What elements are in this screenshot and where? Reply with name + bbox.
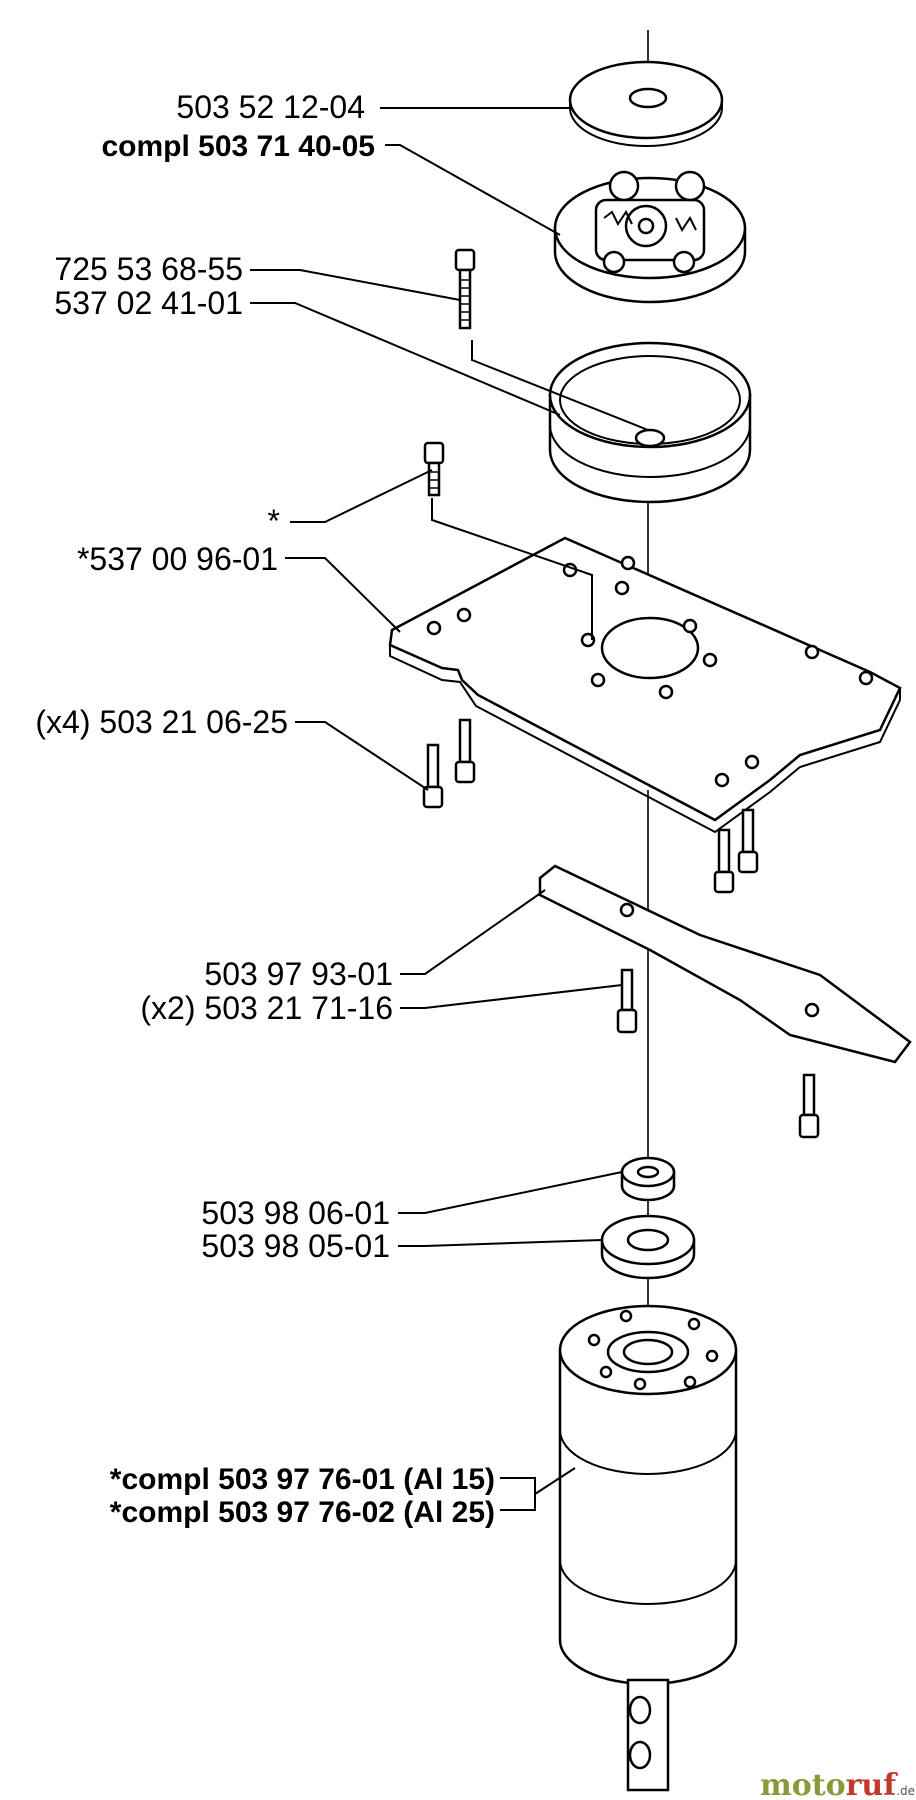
spacer-small-part (620, 1156, 676, 1202)
label-screws-x4: (x4) 503 21 06-25 (35, 704, 288, 740)
label-spacer-small: 503 98 06-01 (201, 1195, 390, 1231)
leader-lines (250, 107, 649, 1511)
spacer-large-part (600, 1214, 696, 1280)
motor-part (558, 1304, 738, 1792)
screw-top-part (454, 248, 476, 330)
clutch-assembly-part (553, 170, 747, 304)
watermark-suffix: .de (896, 1784, 915, 1798)
label-drum: 537 02 41-01 (54, 285, 243, 321)
clutch-drum-part (548, 341, 752, 504)
label-asterisk: * (268, 503, 280, 539)
label-clutch-assembly: compl 503 71 40-05 (101, 130, 375, 163)
screws-x4-part (422, 718, 759, 894)
bracket-part (538, 864, 912, 1064)
label-bracket: 503 97 93-01 (204, 956, 393, 992)
label-disc-washer: 503 52 12-04 (176, 89, 365, 125)
watermark-part-a: moto (760, 1768, 846, 1800)
label-spacer-large: 503 98 05-01 (201, 1228, 390, 1264)
label-motor-al15: *compl 503 97 76-01 (Al 15) (110, 1463, 495, 1496)
watermark-logo: motoruf.de (760, 1768, 915, 1800)
label-mounting-plate: *537 00 96-01 (77, 541, 278, 577)
label-screws-x2: (x2) 503 21 71-16 (140, 990, 393, 1026)
label-screw-top: 725 53 68-55 (54, 251, 243, 287)
screws-x2-part (616, 968, 820, 1139)
screw-asterisk-part (423, 441, 445, 497)
disc-washer-part (568, 60, 724, 147)
label-motor-al25: *compl 503 97 76-02 (Al 25) (110, 1496, 495, 1529)
mounting-plate-part (388, 536, 902, 834)
watermark-part-b: ruf (846, 1768, 899, 1800)
